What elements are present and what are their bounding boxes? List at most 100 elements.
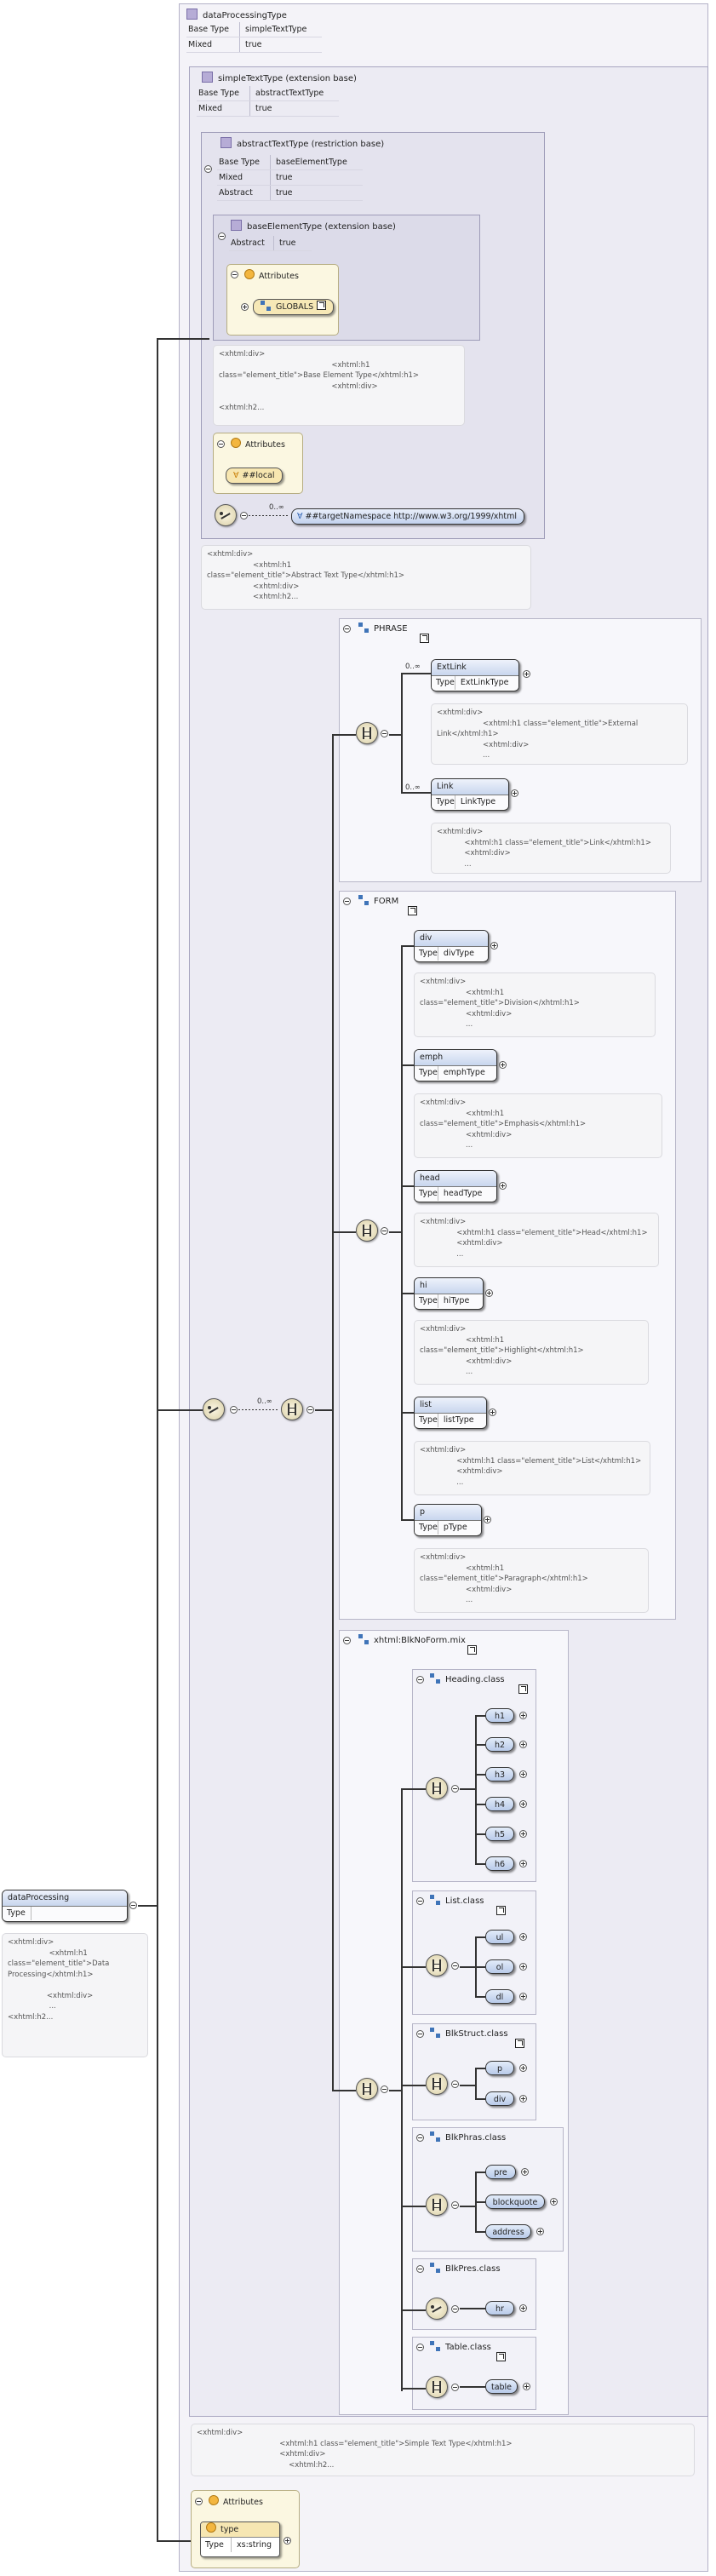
element-address[interactable]: address <box>485 2224 531 2239</box>
expand-toggle[interactable] <box>241 303 249 311</box>
link-icon[interactable] <box>317 301 327 310</box>
collapse-toggle[interactable] <box>416 2344 424 2351</box>
any-element[interactable]: ∀##targetNamespace http://www.w3.org/199… <box>291 508 525 525</box>
collapse-toggle[interactable] <box>416 2134 424 2142</box>
expand-toggle[interactable] <box>519 1712 527 1719</box>
collapse-toggle[interactable] <box>129 1902 137 1909</box>
sequence-compositor-icon[interactable] <box>281 1398 303 1420</box>
element-h3[interactable]: h3 <box>485 1767 514 1781</box>
expand-toggle[interactable] <box>519 1993 527 2000</box>
sequence-compositor-icon[interactable] <box>426 2194 448 2216</box>
globals-attribute-group[interactable]: GLOBALS <box>253 299 335 315</box>
expand-toggle[interactable] <box>519 2064 527 2072</box>
link-icon[interactable] <box>408 906 417 915</box>
collapse-toggle[interactable] <box>416 2030 424 2038</box>
element-h4[interactable]: h4 <box>485 1797 514 1811</box>
collapse-toggle[interactable] <box>451 2080 459 2088</box>
sequence-compositor-icon[interactable] <box>426 1777 448 1799</box>
expand-toggle[interactable] <box>536 2228 544 2235</box>
expand-toggle[interactable] <box>519 1800 527 1808</box>
collapse-toggle[interactable] <box>416 2265 424 2273</box>
element-h5[interactable]: h5 <box>485 1827 514 1841</box>
collapse-toggle[interactable] <box>343 898 351 905</box>
sequence-compositor-icon[interactable] <box>426 2376 448 2398</box>
collapse-toggle[interactable] <box>343 1637 351 1644</box>
expand-toggle[interactable] <box>519 2304 527 2312</box>
sequence-compositor-icon[interactable] <box>426 2073 448 2095</box>
expand-toggle[interactable] <box>519 1741 527 1748</box>
link-icon[interactable] <box>467 1645 477 1655</box>
collapse-toggle[interactable] <box>381 1227 388 1235</box>
element-h1[interactable]: h1 <box>485 1708 514 1723</box>
expand-toggle[interactable] <box>521 2168 529 2176</box>
collapse-toggle[interactable] <box>231 271 238 278</box>
collapse-toggle[interactable] <box>240 512 248 519</box>
link-icon[interactable] <box>515 2039 524 2048</box>
link-icon[interactable] <box>420 634 429 643</box>
expand-toggle[interactable] <box>484 1516 491 1523</box>
element-h6[interactable]: h6 <box>485 1856 514 1871</box>
collapse-toggle[interactable] <box>343 625 351 633</box>
collapse-toggle[interactable] <box>204 165 212 173</box>
choice-compositor-icon[interactable] <box>426 2298 448 2320</box>
element-blockquote[interactable]: blockquote <box>485 2194 545 2209</box>
expand-toggle[interactable] <box>499 1182 507 1190</box>
collapse-toggle[interactable] <box>416 1897 424 1905</box>
expand-toggle[interactable] <box>499 1061 507 1069</box>
element-dl[interactable]: dl <box>485 1989 514 2004</box>
expand-toggle[interactable] <box>489 1408 496 1416</box>
element-p-blkstruct[interactable]: p <box>485 2061 514 2075</box>
expand-toggle[interactable] <box>485 1289 493 1297</box>
expand-toggle[interactable] <box>519 1963 527 1971</box>
collapse-toggle[interactable] <box>381 2085 388 2093</box>
link-icon[interactable] <box>496 1906 506 1915</box>
element-table[interactable]: table <box>485 2379 518 2394</box>
element-h2[interactable]: h2 <box>485 1737 514 1752</box>
collapse-toggle[interactable] <box>451 1962 459 1970</box>
expand-toggle[interactable] <box>550 2198 558 2206</box>
collapse-toggle[interactable] <box>306 1406 314 1414</box>
sequence-compositor-icon[interactable] <box>356 2078 378 2100</box>
expand-toggle[interactable] <box>511 789 518 797</box>
collapse-toggle[interactable] <box>416 1676 424 1684</box>
expand-toggle[interactable] <box>490 942 498 950</box>
collapse-toggle[interactable] <box>451 2384 459 2391</box>
expand-toggle[interactable] <box>284 2537 291 2544</box>
element-div-blkstruct[interactable]: div <box>485 2091 514 2106</box>
collapse-toggle[interactable] <box>195 2498 203 2505</box>
element-ol[interactable]: ol <box>485 1959 514 1974</box>
element-ul[interactable]: ul <box>485 1930 514 1944</box>
sequence-compositor-icon[interactable] <box>426 1954 448 1976</box>
collapse-toggle[interactable] <box>230 1406 238 1414</box>
collapse-toggle[interactable] <box>451 2305 459 2313</box>
sequence-compositor-icon[interactable] <box>356 1219 378 1242</box>
element-hr[interactable]: hr <box>485 2301 514 2315</box>
expand-toggle[interactable] <box>519 1860 527 1867</box>
expand-toggle[interactable] <box>519 2095 527 2103</box>
expand-toggle[interactable] <box>519 1830 527 1838</box>
collapse-toggle[interactable] <box>217 440 225 448</box>
choice-compositor-icon[interactable] <box>203 1398 225 1420</box>
expand-toggle[interactable] <box>519 1933 527 1941</box>
element-pre[interactable]: pre <box>485 2165 516 2179</box>
sequence-compositor-icon[interactable] <box>356 722 378 744</box>
link-icon[interactable] <box>496 2352 506 2361</box>
collapse-toggle[interactable] <box>218 232 226 240</box>
expand-toggle[interactable] <box>523 670 530 678</box>
expand-toggle[interactable] <box>523 2383 530 2390</box>
any-attribute-local[interactable]: ∀##local <box>226 468 283 484</box>
root-element-dataProcessing[interactable]: dataProcessing Type <box>2 1890 128 1922</box>
link-icon[interactable] <box>518 1684 528 1694</box>
collapse-toggle[interactable] <box>381 730 388 737</box>
expand-toggle[interactable] <box>519 1770 527 1778</box>
collapse-toggle[interactable] <box>451 2201 459 2209</box>
